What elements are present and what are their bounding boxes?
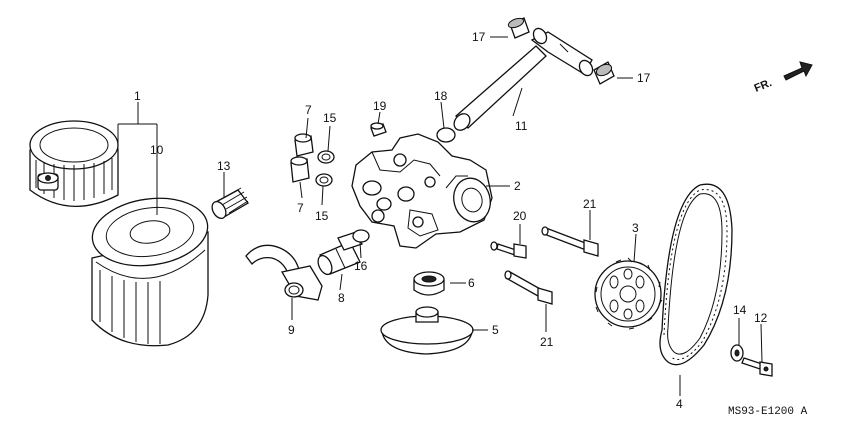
callout-19: 19 [373, 99, 387, 113]
part-10-oil-filter [91, 197, 209, 347]
front-direction-arrow: FR. [753, 61, 813, 95]
part-6-oil-seal [413, 271, 445, 296]
callout-5: 5 [492, 323, 499, 337]
part-14-washer [730, 344, 744, 362]
callout-3: 3 [632, 221, 639, 235]
part-19-dowel-pin [370, 122, 387, 137]
part-18-o-ring [436, 127, 456, 143]
part-4-drive-chain [659, 183, 733, 366]
callout-2: 2 [514, 179, 521, 193]
callout-20: 20 [513, 209, 527, 223]
part-13-threaded-pipe [211, 187, 249, 220]
part-3-sprocket [594, 257, 663, 330]
callout-21-upper: 21 [583, 197, 597, 211]
part-9-oil-strainer [245, 244, 323, 301]
callout-1: 1 [134, 89, 141, 103]
callout-13: 13 [217, 159, 231, 173]
part-21-bolt-lower [504, 270, 553, 305]
part-8-joint-collar [317, 231, 363, 276]
callout-14: 14 [733, 303, 747, 317]
callout-17-right: 17 [637, 71, 651, 85]
callout-9: 9 [288, 323, 295, 337]
part-21-bolt-upper [541, 226, 599, 257]
part-7-collars [290, 133, 314, 183]
front-label: FR. [753, 77, 774, 95]
part-5-drive-plate [380, 306, 474, 355]
part-12-bolt [741, 357, 773, 377]
callout-10: 10 [150, 143, 164, 157]
callout-7-lower: 7 [297, 201, 304, 215]
callout-6: 6 [468, 276, 475, 290]
callout-8: 8 [338, 291, 345, 305]
callout-12: 12 [754, 311, 768, 325]
callout-21-lower: 21 [540, 335, 554, 349]
callout-7-upper: 7 [305, 103, 312, 117]
callout-17-top: 17 [472, 30, 486, 44]
callout-18: 18 [434, 89, 448, 103]
part-15-o-rings [315, 150, 335, 187]
part-2-oil-pump [351, 133, 493, 249]
part-1-filter-cover [29, 120, 119, 207]
callout-15-lower: 15 [315, 209, 329, 223]
part-11-oil-pipe [453, 27, 594, 131]
leader-lines [117, 36, 763, 396]
part-17-pipe-collars [507, 17, 615, 85]
part-16-o-ring [352, 229, 370, 243]
diagram-code: MS93-E1200 A [728, 406, 808, 418]
callout-16: 16 [354, 259, 368, 273]
callout-labels: 1 10 13 7 15 7 15 19 18 17 17 11 2 20 21… [134, 30, 768, 411]
callout-15-upper: 15 [323, 111, 337, 125]
callout-4: 4 [676, 397, 683, 411]
part-20-bolt [490, 241, 527, 259]
callout-11: 11 [515, 119, 528, 133]
